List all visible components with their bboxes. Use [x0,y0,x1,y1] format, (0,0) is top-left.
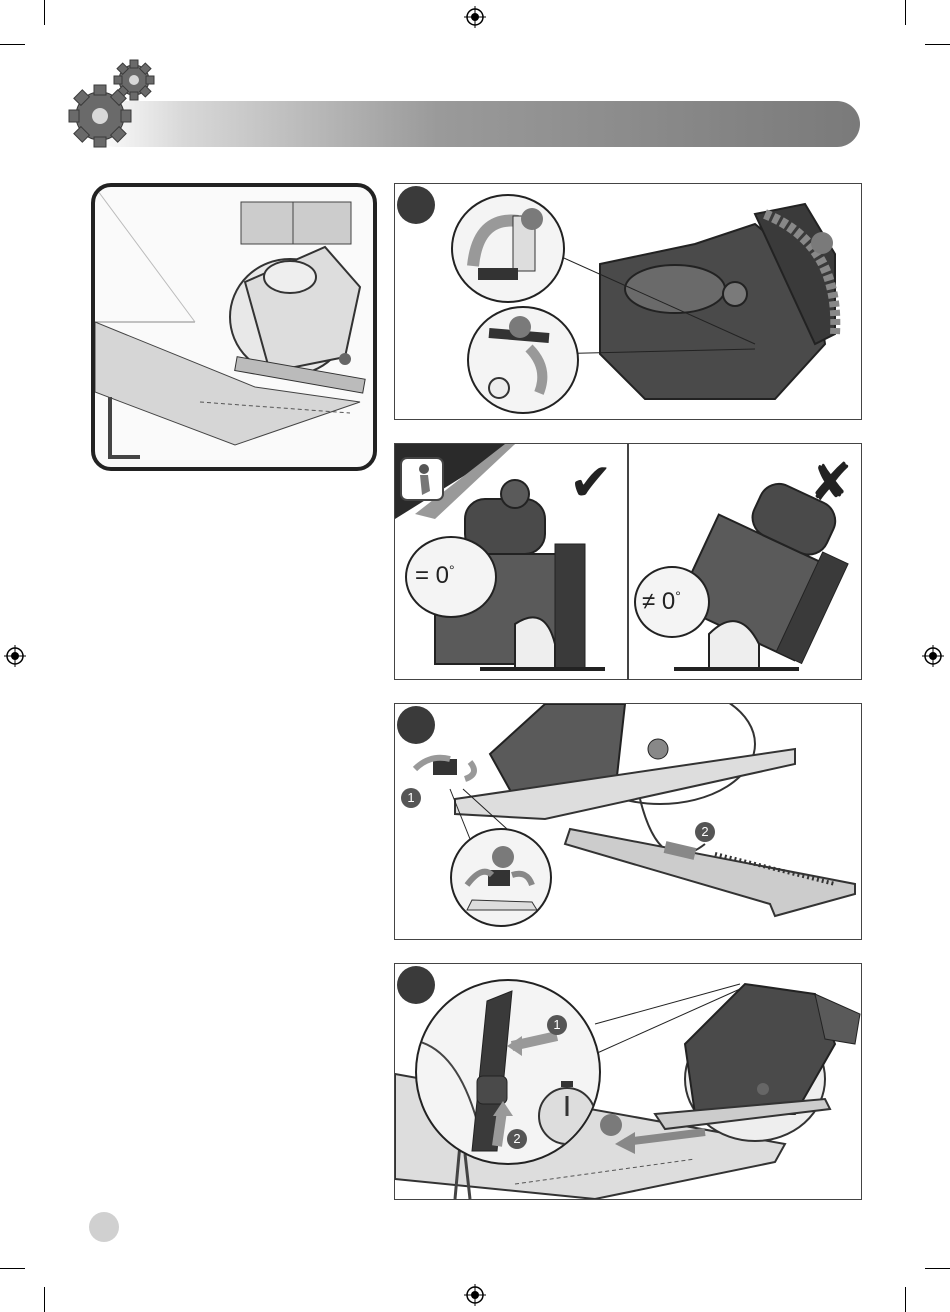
illustration-bevel-incorrect: ✘ ≠ 0° [628,443,862,680]
angle-label: = 0° [415,562,455,590]
registration-mark-icon [464,6,486,28]
step-number-1: 1 [401,788,421,808]
callout-angle-incorrect: ≠ 0° [634,566,710,638]
registration-mark-icon [4,645,26,667]
step-number-marker [811,232,833,254]
section-banner [92,101,860,147]
illustration-parallel-guide: 1 2 [394,703,862,940]
crop-mark [0,1268,25,1269]
crop-mark [925,44,950,45]
crop-mark [925,1268,950,1269]
user-figure-icon [400,457,444,501]
overview-illustration [91,183,377,471]
crop-mark [905,0,906,25]
illustration-bevel-correct: ✔ = 0° [394,443,628,680]
page-number-badge [89,1212,119,1242]
gears-icon [62,58,162,150]
registration-mark-icon [464,1284,486,1306]
angle-label: ≠ 0° [642,588,681,616]
callout-knob-tighten [450,828,552,927]
illustration-switch-on: 1 2 [394,963,862,1200]
callout-angle-correct: = 0° [405,536,497,618]
step-number-marker [600,1114,622,1136]
step-number-marker [509,316,531,338]
crop-mark [44,1287,45,1312]
registration-mark-icon [922,645,944,667]
crop-mark [0,44,25,45]
step-number-marker [521,208,543,230]
crop-mark [905,1287,906,1312]
step-number-2: 2 [507,1129,527,1149]
illustration-blade-guard [394,183,862,420]
step-number-1: 1 [547,1015,567,1035]
step-number-2: 2 [695,822,715,842]
callout-guard-lever-up [451,194,565,303]
callout-guard-lever-down [467,306,579,414]
step-number-marker [492,846,514,868]
crop-mark [44,0,45,25]
incorrect-cross-icon: ✘ [809,457,853,509]
correct-check-icon: ✔ [569,457,613,509]
callout-trigger: 1 2 [415,979,601,1165]
